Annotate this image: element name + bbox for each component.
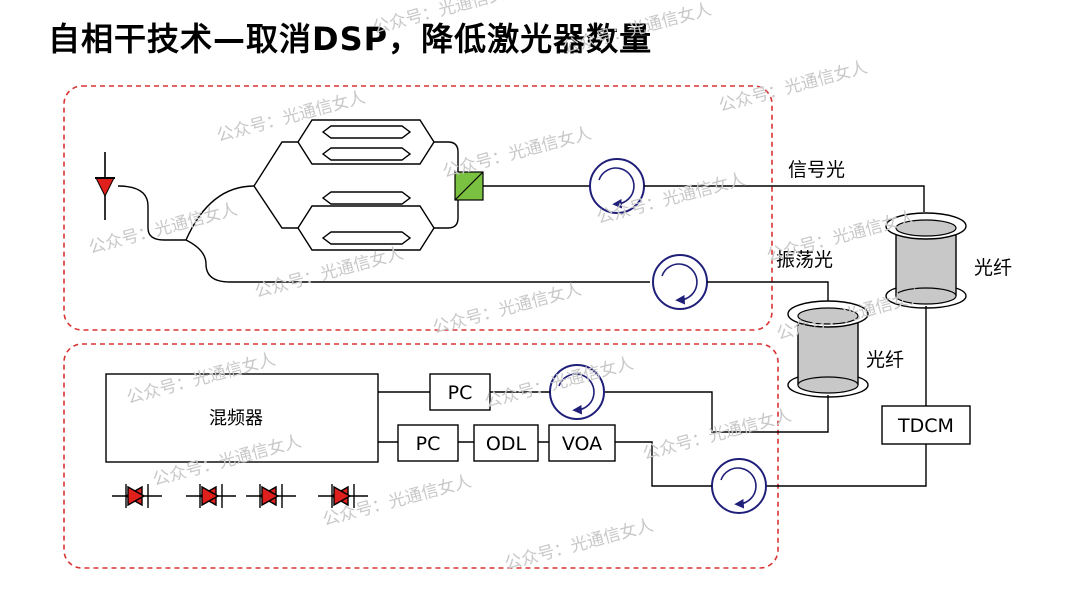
iq-modulator [253,119,459,251]
fiber-spool-2-icon [787,300,869,398]
circulator-signal-icon [589,158,645,214]
laser-diode-icon [95,152,115,220]
tdcm-label: TDCM [897,415,954,437]
voa-box [548,424,616,462]
fiber-1-label: 光纤 [974,257,1012,279]
pc-lower-label: PC [416,433,441,455]
mixer-box [105,373,379,463]
voa-label: VOA [562,433,602,455]
transmitter-region [63,85,773,331]
circulator-rx-lower-icon [711,458,767,514]
pc-upper-label: PC [448,382,473,404]
balanced-photodetectors-icon [112,484,368,508]
page-title: 自相干技术—取消DSP，降低激光器数量 [48,20,653,58]
lo-light-label: 振荡光 [776,249,833,271]
circulator-rx-upper-icon [549,364,605,420]
fiber-spool-1-icon [885,212,967,309]
odl-box [473,424,539,462]
circulator-lo-icon [652,254,708,310]
tdcm-box [881,405,971,445]
polarization-beam-splitter [454,171,484,201]
fiber-2-label: 光纤 [866,349,904,371]
pc-upper-box [429,373,491,411]
receiver-region [63,343,779,569]
signal-light-label: 信号光 [788,159,845,181]
mixer-label: 混频器 [209,408,263,429]
odl-label: ODL [486,433,527,455]
pc-lower-box [397,424,459,462]
